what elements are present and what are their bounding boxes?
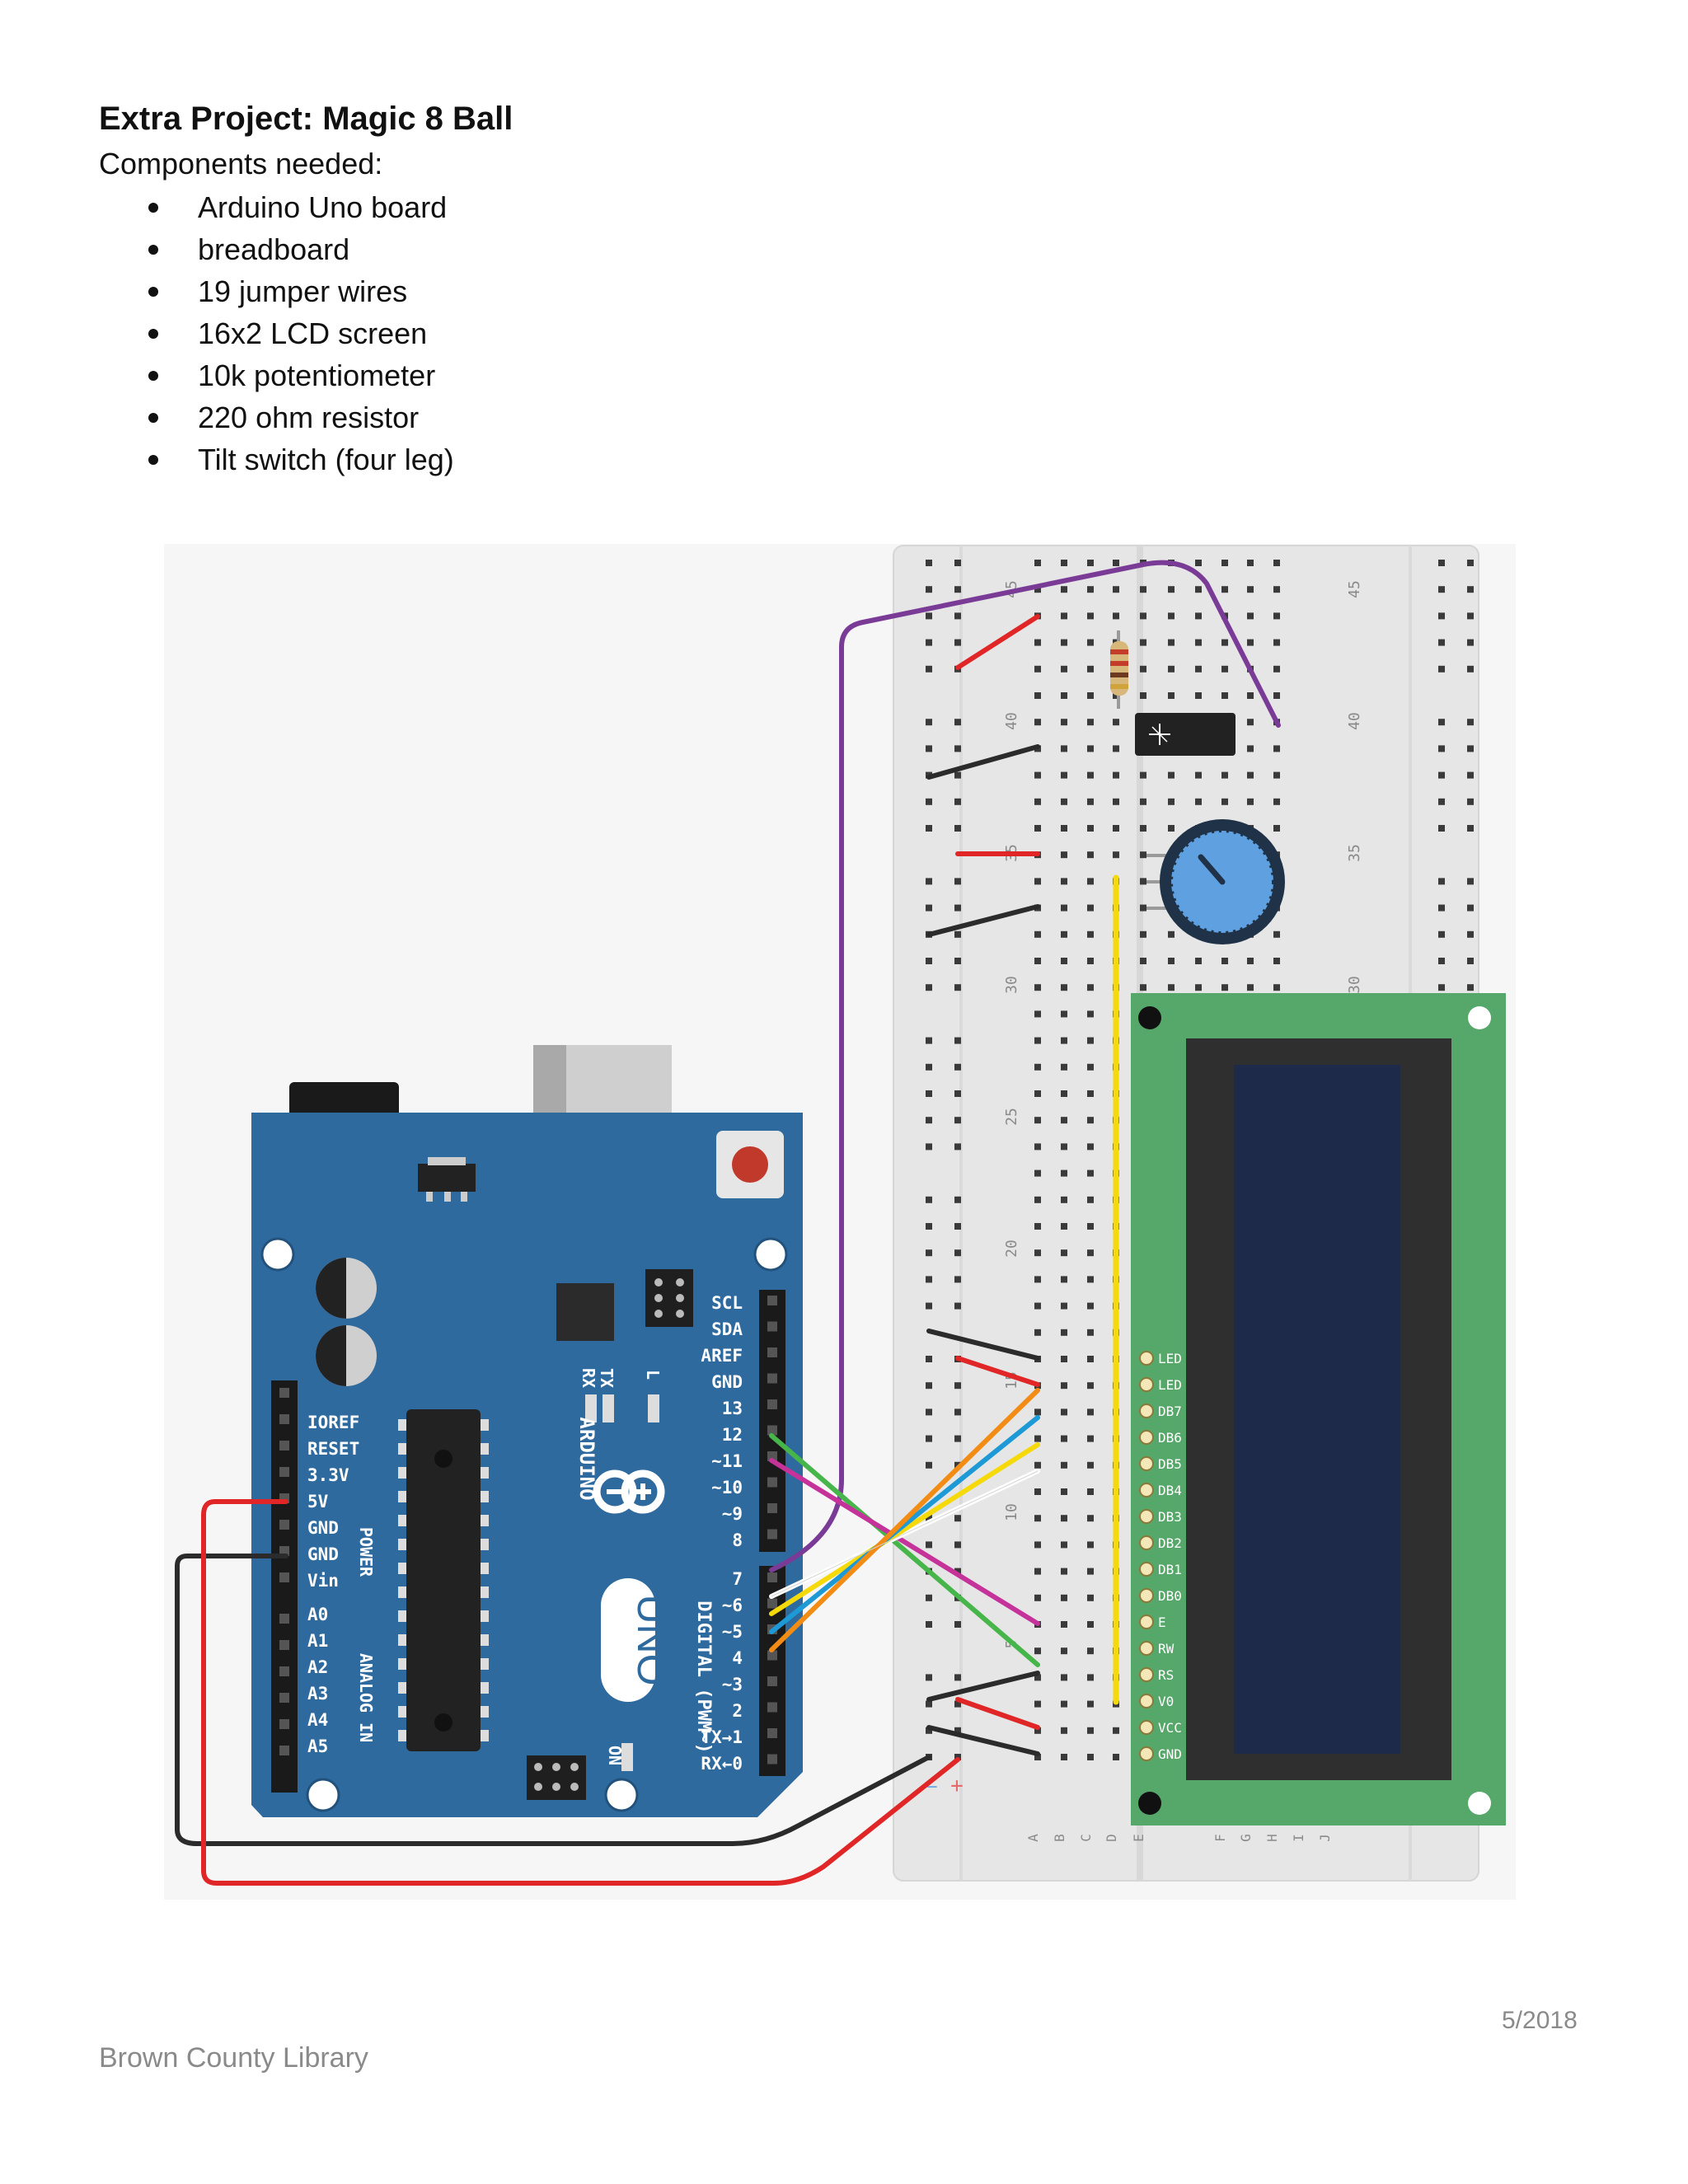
digital-pin-label: 2 [732,1701,743,1721]
lcd-pin-label: DB2 [1158,1535,1182,1551]
list-item: breadboard [148,228,454,270]
resistor [1110,630,1128,709]
breadboard-row-number: 30 [1003,976,1020,994]
arduino-logo-icon [593,1469,665,1514]
lcd-pin-label: V0 [1158,1694,1174,1709]
l-label: L [643,1370,663,1380]
on-label: ON [605,1746,625,1765]
digital-pin-label: ~9 [722,1504,743,1524]
analog-pin-label: A0 [307,1605,328,1624]
lcd-pin-label: RW [1158,1641,1175,1657]
analog-pin-label: A1 [307,1631,328,1651]
lcd-pin-label: DB6 [1158,1430,1182,1446]
breadboard-row-number: 10 [1003,1503,1020,1521]
lcd-pin-label: LED [1158,1377,1182,1393]
list-item: Arduino Uno board [148,186,454,228]
analog-pin-label: A5 [307,1736,328,1756]
digital-pin-label: ~6 [722,1596,743,1615]
digital-pin-label: 7 [732,1569,743,1589]
breadboard-column-letter: I [1291,1834,1306,1842]
lcd-pin-label: DB0 [1158,1588,1182,1604]
jumper-wires [175,560,1281,1886]
list-item: 16x2 LCD screen [148,312,454,354]
list-item: 10k potentiometer [148,354,454,396]
breadboard-column-letter: F [1212,1834,1228,1842]
potentiometer [1146,819,1285,944]
digital-pin-label: ~5 [722,1622,743,1642]
power-pin-label: GND [307,1544,339,1564]
digital-pin-label: ~11 [711,1451,743,1471]
lcd-pin-label: DB4 [1158,1483,1182,1498]
digital-pin-label: 12 [722,1425,743,1445]
digital-pin-label: GND [711,1372,743,1392]
digital-pin-label: TX→1 [701,1727,743,1747]
analog-pin-label: A2 [307,1657,328,1677]
breadboard-row-number: 40 [1003,712,1020,730]
breadboard-row-number: 40 [1346,712,1363,730]
footer-library-name: Brown County Library [99,2042,368,2074]
list-item: 19 jumper wires [148,270,454,312]
breadboard-column-letter: J [1317,1834,1333,1842]
analog-pin-label: A3 [307,1684,328,1704]
breadboard-column-letter: C [1078,1834,1094,1842]
rail-plus-label: + [950,1774,964,1798]
power-pin-label: Vin [307,1571,339,1591]
power-pin-label: RESET [307,1439,359,1459]
lcd-pin-label: DB1 [1158,1562,1182,1577]
lcd-pin-label: LED [1158,1351,1182,1366]
power-pin-label: GND [307,1518,339,1538]
breadboard-row-number: 30 [1346,976,1363,994]
lcd-pin-label: E [1158,1615,1166,1630]
power-pin-label: 3.3V [307,1465,349,1485]
components-heading: Components needed: [99,147,383,180]
digital-pin-label: 8 [732,1530,743,1550]
lcd-pin-label: DB3 [1158,1509,1182,1525]
digital-pin-label: RX←0 [701,1754,743,1774]
digital-pin-label: 13 [722,1399,743,1418]
power-pin-label: 5V [307,1492,329,1511]
breadboard-column-letter: D [1104,1834,1119,1842]
tx-label: TX [597,1368,617,1388]
breadboard-column-letter: B [1052,1834,1067,1842]
tilt-switch [1135,713,1236,756]
breadboard-column-letter: H [1264,1834,1280,1842]
breadboard-row-number: 25 [1003,1108,1020,1126]
lcd-pin-label: VCC [1158,1720,1182,1736]
digital-pin-label: SDA [711,1319,743,1339]
breadboard-column-letter: G [1238,1834,1254,1842]
digital-pin-label: AREF [701,1346,743,1366]
breadboard-column-letter: E [1131,1834,1146,1842]
digital-pin-label: SCL [711,1293,743,1313]
lcd-pin-label: RS [1158,1667,1174,1683]
list-item: Tilt switch (four leg) [148,438,454,480]
components-list: Arduino Uno board breadboard 19 jumper w… [148,186,454,480]
digital-pin-label: 4 [732,1648,743,1668]
digital-pin-label: ~3 [722,1675,743,1694]
lcd-pin-label: GND [1158,1746,1182,1762]
power-label: POWER [356,1527,376,1577]
breadboard-column-letter: A [1025,1834,1041,1842]
rx-label: RX [579,1368,598,1388]
arduino-uno-board: UNO ARDUINO DIGITAL (PWM~) TX RX L ON PO… [251,1045,803,1817]
breadboard-row-number: 35 [1346,844,1363,862]
short-jumper-wires [926,614,1040,1756]
power-pin-label: IOREF [307,1413,359,1432]
board-brand: ARDUINO [575,1417,598,1500]
breadboard-row-number: 45 [1346,580,1363,598]
breadboard-row-number: 20 [1003,1240,1020,1258]
page-title: Extra Project: Magic 8 Ball [99,101,513,137]
document-date: 5/2018 [1502,2007,1578,2034]
lcd-pin-label: DB7 [1158,1404,1182,1419]
analog-pin-label: A4 [307,1710,328,1730]
digital-label: DIGITAL (PWM~) [693,1601,714,1753]
board-model: UNO [629,1594,675,1685]
analog-label: ANALOG IN [356,1653,376,1742]
lcd-pin-label: DB5 [1158,1456,1182,1472]
list-item: 220 ohm resistor [148,396,454,438]
digital-pin-label: ~10 [711,1478,743,1497]
